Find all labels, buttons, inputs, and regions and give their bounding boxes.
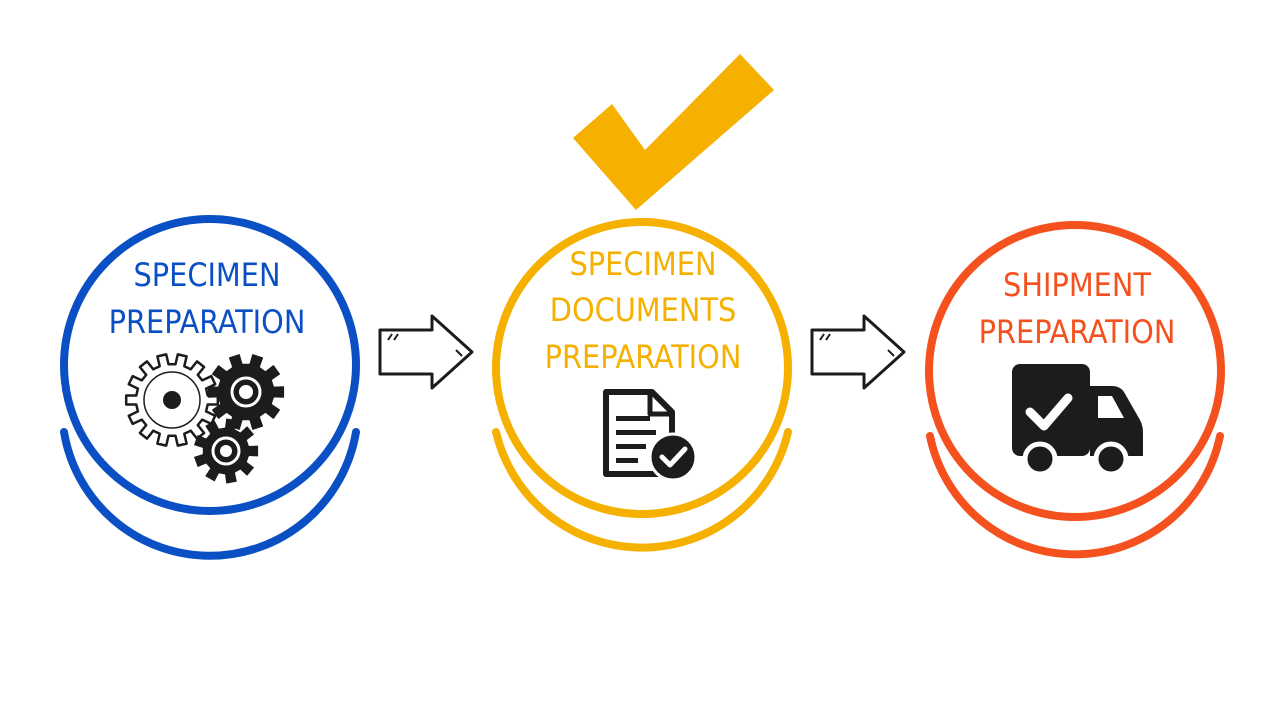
gears-icon	[124, 353, 285, 484]
step-1-ring	[60, 215, 360, 515]
step-2-ring	[492, 218, 792, 518]
step-specimen-preparation: SPECIMEN PREPARATION	[60, 215, 360, 560]
step-2-label-line-2: DOCUMENTS	[550, 291, 736, 329]
arrow-right-icon	[378, 314, 474, 390]
step-2-label-line-1: SPECIMEN	[570, 245, 717, 283]
delivery-truck-check-icon	[1012, 364, 1143, 477]
step-1-label-line-2: PREPARATION	[109, 303, 306, 341]
step-2-label-line-3: PREPARATION	[545, 338, 742, 376]
step-specimen-documents-preparation: SPECIMEN DOCUMENTS PREPARATION	[492, 54, 792, 552]
arrow-right-icon	[810, 314, 906, 390]
step-2-underline-arc	[492, 428, 792, 552]
step-3-label-line-2: PREPARATION	[979, 313, 1176, 351]
step-1-underline-arc	[60, 428, 360, 560]
step-3-label-line-1: SHIPMENT	[1003, 266, 1151, 304]
step-shipment-preparation: SHIPMENT PREPARATION	[925, 221, 1225, 559]
step-1-label-line-1: SPECIMEN	[134, 256, 281, 294]
step-3-ring	[925, 221, 1225, 521]
checkmark-icon	[573, 54, 774, 210]
document-check-icon	[603, 389, 698, 482]
step-3-underline-arc	[926, 432, 1224, 559]
